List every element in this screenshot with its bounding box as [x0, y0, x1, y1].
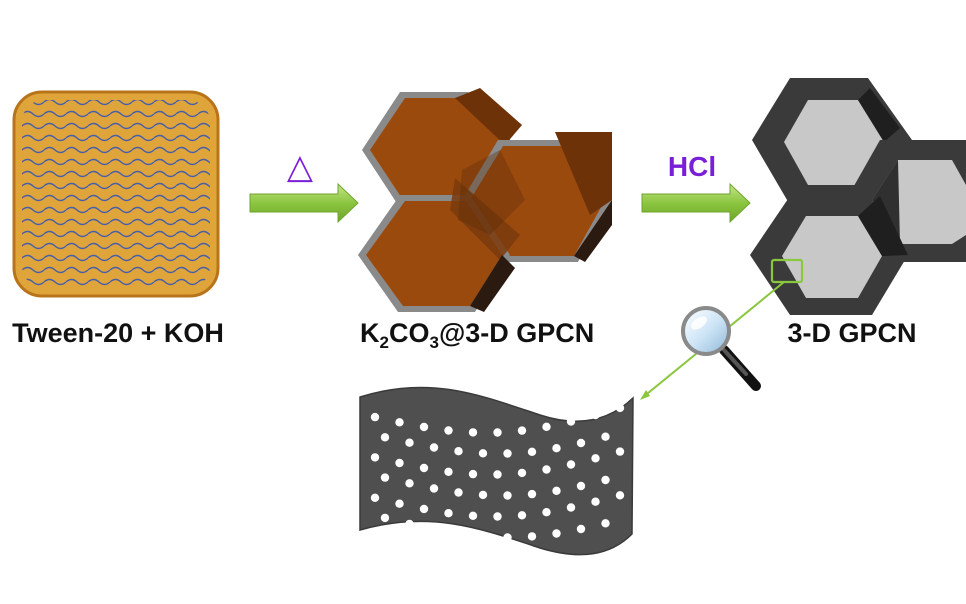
- pore: [429, 525, 439, 534]
- pore: [591, 410, 600, 420]
- precursor-block: [12, 90, 220, 298]
- pore: [566, 417, 576, 426]
- pore: [591, 497, 600, 506]
- pore: [576, 481, 586, 491]
- pore: [591, 454, 600, 463]
- template-hexagon-cluster: [358, 88, 612, 312]
- pore: [601, 475, 610, 485]
- product-label: 3-D GPCN: [787, 318, 916, 348]
- pore: [370, 493, 380, 502]
- pore: [552, 444, 561, 453]
- pore: [615, 491, 625, 500]
- pore: [566, 503, 576, 512]
- zoom-line-arrowhead: [640, 390, 650, 400]
- pore: [517, 511, 527, 520]
- pore: [468, 469, 478, 479]
- pore: [395, 458, 404, 468]
- pore: [542, 422, 551, 431]
- pore: [444, 509, 453, 518]
- pore: [405, 438, 414, 447]
- pore: [601, 519, 610, 528]
- pore: [552, 529, 561, 538]
- pore: [468, 428, 478, 437]
- pore: [419, 463, 429, 473]
- pore: [527, 489, 537, 499]
- pore: [542, 508, 551, 517]
- pore: [493, 428, 502, 437]
- carbon-hexagon-cluster: [750, 78, 966, 315]
- acid-wash-arrow: [641, 182, 751, 224]
- pore: [419, 504, 429, 514]
- pore: [405, 479, 414, 488]
- carbon-hexagon-bottom: [750, 196, 908, 315]
- pore: [370, 453, 380, 462]
- pore: [405, 519, 414, 529]
- acid-label: HCl: [668, 151, 716, 182]
- pore: [429, 484, 439, 493]
- heat-symbol: △: [287, 147, 314, 187]
- pore: [478, 532, 488, 541]
- pore: [444, 426, 453, 435]
- pore: [615, 447, 625, 456]
- pore: [542, 465, 551, 474]
- pore: [478, 490, 488, 500]
- pore: [527, 447, 537, 456]
- pore: [454, 447, 463, 456]
- heating-arrow: [249, 182, 359, 224]
- pore: [493, 512, 502, 521]
- pore: [429, 443, 439, 452]
- pore: [576, 438, 586, 448]
- pore: [517, 468, 527, 478]
- intermediate-label: K2CO3@3-D GPCN: [360, 318, 594, 352]
- magnifier-icon: [681, 306, 761, 391]
- pore: [503, 449, 512, 458]
- pore: [527, 532, 537, 541]
- pore: [454, 529, 463, 538]
- pore: [380, 473, 390, 482]
- pore: [468, 511, 478, 520]
- precursor-label: Tween-20 + KOH: [12, 318, 224, 348]
- pore: [444, 467, 453, 476]
- pore: [503, 533, 512, 542]
- pore: [419, 422, 429, 432]
- pore: [370, 412, 380, 422]
- pore: [615, 403, 625, 413]
- pore: [576, 524, 586, 534]
- template-hexagon-bottom: [358, 178, 520, 312]
- pore: [566, 460, 576, 469]
- zoom-region-box: [770, 258, 804, 284]
- pore: [380, 433, 390, 442]
- pore: [380, 513, 390, 523]
- pore: [552, 486, 561, 495]
- pore: [478, 449, 488, 458]
- pore: [395, 499, 404, 508]
- pore: [395, 418, 404, 427]
- porous-sheet: [359, 386, 634, 556]
- template-hexagon-top: [362, 88, 522, 208]
- pore: [493, 470, 502, 479]
- pore: [454, 488, 463, 497]
- pore: [503, 491, 512, 500]
- pore: [517, 426, 527, 435]
- pore: [601, 432, 610, 441]
